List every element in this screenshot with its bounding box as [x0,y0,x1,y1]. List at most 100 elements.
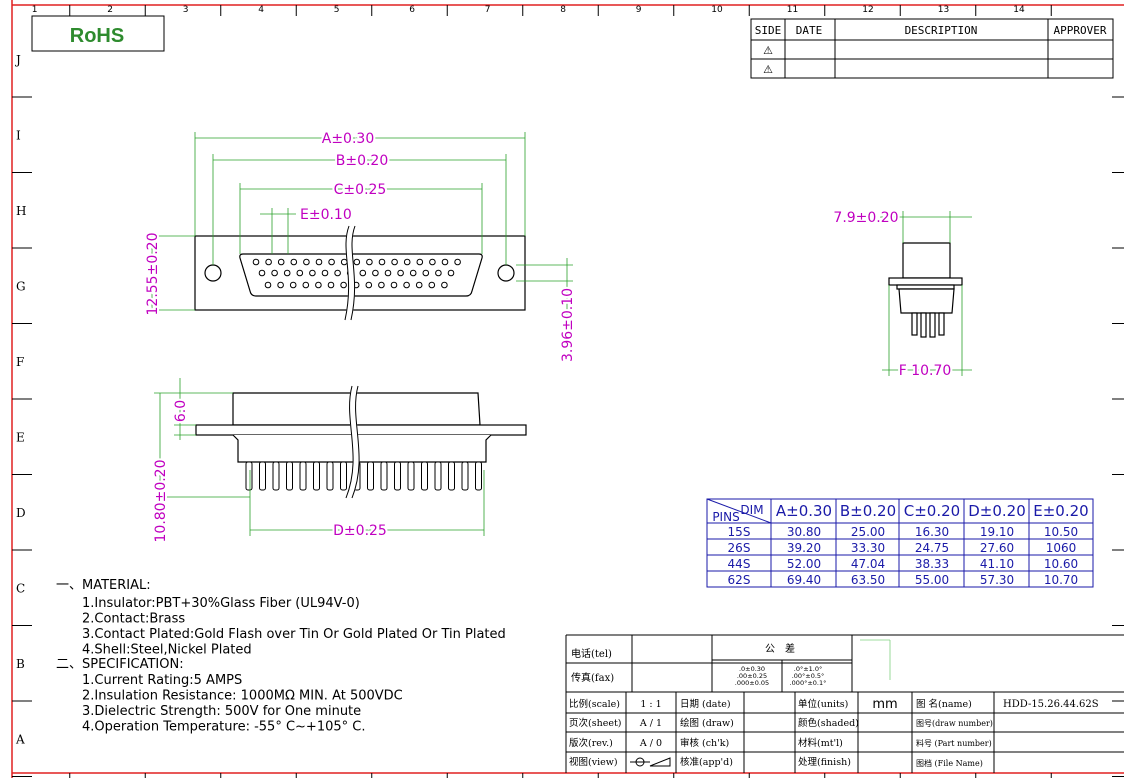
side-pins [245,461,482,491]
side-pin [394,461,401,491]
pin-hole [454,258,461,266]
pin-hole [435,269,442,277]
pin-hole [340,258,348,266]
tb-tol-1b: .00±0.25 [737,672,767,680]
spec-title: 二、SPECIFICATION: [56,657,184,672]
pin-hole [397,269,404,277]
pin-hole [321,269,329,277]
spec-line: 3.Dielectric Strength: 500V for One minu… [82,704,361,719]
notes: 一、MATERIAL: 1.Insulator:PBT+30%Glass Fibe… [56,578,506,735]
dim-h: 12.55±0.20 [145,233,161,316]
tb-mtl-label: 材料(mt'l) [798,737,843,749]
rohs-box [31,15,165,52]
dim-table-cell: 15S [728,525,751,539]
tb-file-label: 图档 (File Name) [916,758,983,768]
frame-top-number: 13 [938,5,949,15]
pin-hole [264,281,272,289]
side-pin [367,461,374,491]
pin-hole [390,281,398,289]
frame-top-number: 1 [32,5,38,15]
side-pin [272,461,280,491]
frame-left-letter: I [16,129,21,143]
dim-b: B±0.20 [336,153,389,169]
tb-app-label: 核准(app'd) [680,756,733,768]
dim-w-side: 7.9±0.20 [833,210,898,226]
dim-e: E±0.10 [300,207,352,223]
pin-hole [403,281,410,289]
side-pin [475,461,482,491]
material-line: 1.Insulator:PBT+30%Glass Fiber (UL94V-0) [82,596,360,611]
frame-top-number: 5 [334,5,340,15]
side-pin [448,461,455,491]
side-pin [434,461,442,491]
tb-sheet-label: 页次(sheet) [569,717,621,729]
dim-table-cell: 25.00 [851,525,885,539]
side-pin [407,461,415,491]
pin-hole [378,281,385,289]
side-pin [245,461,253,491]
rohs-label: RoHS [70,25,124,47]
dim-table-header: A±0.30 [776,502,832,520]
frame-left-letter: J [14,53,21,67]
pin-hole [422,269,430,277]
tb-scale-label: 比例(scale) [569,698,620,710]
pin-hole [289,281,297,289]
rev-header-date: DATE [796,24,823,37]
frame-top-number: 4 [258,5,264,15]
frame-left-letter: E [16,431,25,445]
dim-table-cell: 39.20 [787,541,821,555]
dim-table-header: B±0.20 [840,502,896,520]
dim-table-cell: 69.40 [787,573,821,587]
dim-table-cell: 19.10 [980,525,1014,539]
pin-hole [277,258,285,266]
dim-table-cell: 10.50 [1044,525,1078,539]
dim-c: C±0.25 [334,182,387,198]
pin-hole [327,281,335,289]
pin-hole [328,258,335,266]
frame-top-number: 7 [485,5,491,15]
projection-symbol [630,757,671,767]
dim-side-top: 6.0 [173,400,189,422]
tb-rev-value: A / 0 [639,738,662,749]
pin-hole [378,258,386,266]
dim-table-cell: 16.30 [915,525,949,539]
pin-hole [365,281,373,289]
pin-hole [265,258,272,266]
dim-a: A±0.30 [322,131,374,147]
front-view [194,224,526,321]
pin-hole [309,269,316,277]
pin-hole [296,269,304,277]
dim-table-cell: 24.75 [915,541,949,555]
tb-units-label: 单位(units) [798,698,848,710]
pin-hole [428,281,436,289]
frame-left-letter: B [16,657,25,671]
pin-hole [258,269,266,277]
frame-top-number: 10 [711,5,723,15]
dim-table-header: E±0.20 [1033,502,1088,520]
side-pin [286,461,293,491]
tb-tol-1a: .0±0.30 [739,665,765,673]
pin-hole [441,281,448,289]
pin-hole [302,281,310,289]
tb-shaded-label: 颜色(shaded) [798,717,859,729]
pin-hole [372,269,379,277]
pin-hole [366,258,373,266]
tb-name-value: HDD-15.26.44.62S [1003,699,1099,710]
pin-hole [359,269,367,277]
dim-table-cell: 63.50 [851,573,885,587]
pin-hole [415,281,423,289]
pin-hole [334,269,341,277]
dim-table-cell: 33.30 [851,541,885,555]
tb-tol-1c: .000±0.05 [735,679,769,687]
side-pin [313,461,320,491]
dim-f: F 10.70 [899,363,952,379]
revision-table [750,18,1114,79]
rev-header-approver: APPROVER [1054,24,1107,37]
tb-date-label: 日期 (date) [680,699,731,710]
material-title: 一、MATERIAL: [56,578,151,593]
dim-table-cell: 27.60 [980,541,1014,555]
dim-table-cell: 30.80 [787,525,821,539]
